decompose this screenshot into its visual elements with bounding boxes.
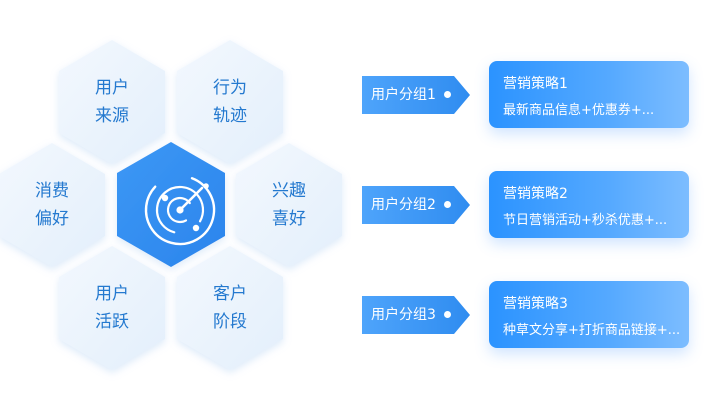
user-group-label: 用户分组1 xyxy=(371,87,436,103)
hex-mid-right xyxy=(236,143,342,267)
strategy-description: 种草文分享+打折商品链接+... xyxy=(503,323,681,338)
hex-bottom-left xyxy=(59,246,165,370)
user-group-tag-3: 用户分组3 xyxy=(362,296,470,334)
user-group-label: 用户分组3 xyxy=(371,307,436,323)
bullet-dot-icon xyxy=(444,311,451,318)
strategy-title: 营销策略1 xyxy=(503,76,568,92)
user-group-tag-1: 用户分组1 xyxy=(362,76,470,114)
strategy-title: 营销策略2 xyxy=(503,186,568,202)
strategy-card-1: 营销策略1 最新商品信息+优惠券+... xyxy=(489,61,689,128)
strategy-card-3: 营销策略3 种草文分享+打折商品链接+... xyxy=(489,281,689,348)
group-tag-shape xyxy=(362,76,470,114)
hex-label-customer-stage: 客户 阶段 xyxy=(213,284,247,332)
group-tag-shape xyxy=(362,186,470,224)
hex-label-user-activity: 用户 活跃 xyxy=(95,284,129,332)
user-group-tag-2: 用户分组2 xyxy=(362,186,470,224)
hex-label-behavior-track: 行为 轨迹 xyxy=(213,78,247,126)
bullet-dot-icon xyxy=(444,201,451,208)
strategy-description: 最新商品信息+优惠券+... xyxy=(503,103,655,118)
hex-top-left xyxy=(59,40,165,164)
attribute-hexagon-cluster: 用户 来源 行为 轨迹 消费 偏好 兴趣 喜好 用户 活跃 客户 阶段 xyxy=(0,0,360,410)
radar-icon xyxy=(144,174,216,246)
hex-mid-left xyxy=(0,143,105,267)
hex-label-user-source: 用户 来源 xyxy=(95,78,129,126)
hex-label-consumption-preference: 消费 偏好 xyxy=(35,181,69,229)
user-group-label: 用户分组2 xyxy=(371,197,436,213)
hex-top-right xyxy=(177,40,283,164)
group-tag-shape xyxy=(362,296,470,334)
strategy-card-2: 营销策略2 节日营销活动+秒杀优惠+... xyxy=(489,171,689,238)
bullet-dot-icon xyxy=(444,91,451,98)
strategy-description: 节日营销活动+秒杀优惠+... xyxy=(503,213,668,228)
hex-bottom-right xyxy=(177,246,283,370)
hex-label-interest: 兴趣 喜好 xyxy=(272,181,306,229)
hexagon-shapes xyxy=(0,40,342,370)
hex-center xyxy=(117,142,225,267)
strategy-title: 营销策略3 xyxy=(503,296,568,312)
